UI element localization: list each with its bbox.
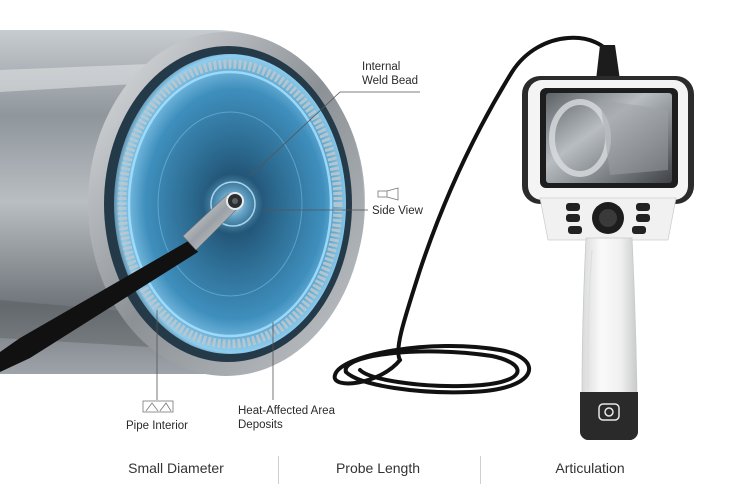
device-top-cable-boot	[596, 45, 620, 80]
haz-label-line1: Heat-Affected Area	[238, 405, 335, 417]
probe-ring	[210, 181, 256, 227]
footer-divider-2	[480, 456, 481, 484]
side-view-icon	[377, 187, 399, 201]
record-icon[interactable]	[568, 226, 582, 234]
probe	[0, 174, 263, 372]
side-view-label: Side View	[372, 205, 423, 217]
inner-glow-ring	[157, 111, 303, 297]
cable	[332, 35, 614, 395]
weld-bead-label-line2: Weld Bead	[362, 75, 419, 87]
camera-logo-icon	[598, 403, 620, 421]
footer-item-probe-length: Probe Length	[335, 460, 421, 476]
weld-bead-leader	[249, 91, 420, 177]
callout-lines	[156, 91, 420, 400]
cable-rise	[396, 35, 614, 362]
joystick-cap	[599, 209, 617, 227]
footer-item-articulation: Articulation	[555, 460, 625, 476]
pipe-interior-label: Pipe Interior	[126, 420, 189, 432]
menu-icon[interactable]	[636, 203, 650, 211]
probe-lens-center	[232, 198, 238, 204]
footer-item-small-diameter: Small Diameter	[128, 460, 224, 476]
weld-bead-label-line1: Internal	[362, 61, 401, 73]
capture-icon[interactable]	[566, 214, 580, 222]
camera-logo-lens	[604, 407, 614, 417]
haz-label: Heat-Affected Area Deposits	[238, 404, 335, 432]
borescope-device	[522, 45, 694, 440]
weld-bead-glow	[127, 70, 333, 338]
cable-loop-2	[343, 349, 520, 389]
settings-icon[interactable]	[636, 214, 650, 222]
weld-bead-label: Internal Weld Bead	[362, 60, 418, 88]
back-icon[interactable]	[632, 226, 646, 234]
device-handle	[581, 237, 638, 396]
weld-bead-ring	[117, 59, 343, 349]
screen-pipe-detail	[600, 100, 668, 175]
probe-cable-in-pipe	[0, 240, 198, 372]
pipe-interior-icon	[142, 400, 174, 413]
device-grip-line	[587, 249, 593, 391]
cable-loop-1	[332, 344, 531, 395]
footer-divider-1	[278, 456, 279, 484]
haz-label-line2: Deposits	[238, 419, 283, 431]
light-icon[interactable]	[566, 203, 580, 211]
